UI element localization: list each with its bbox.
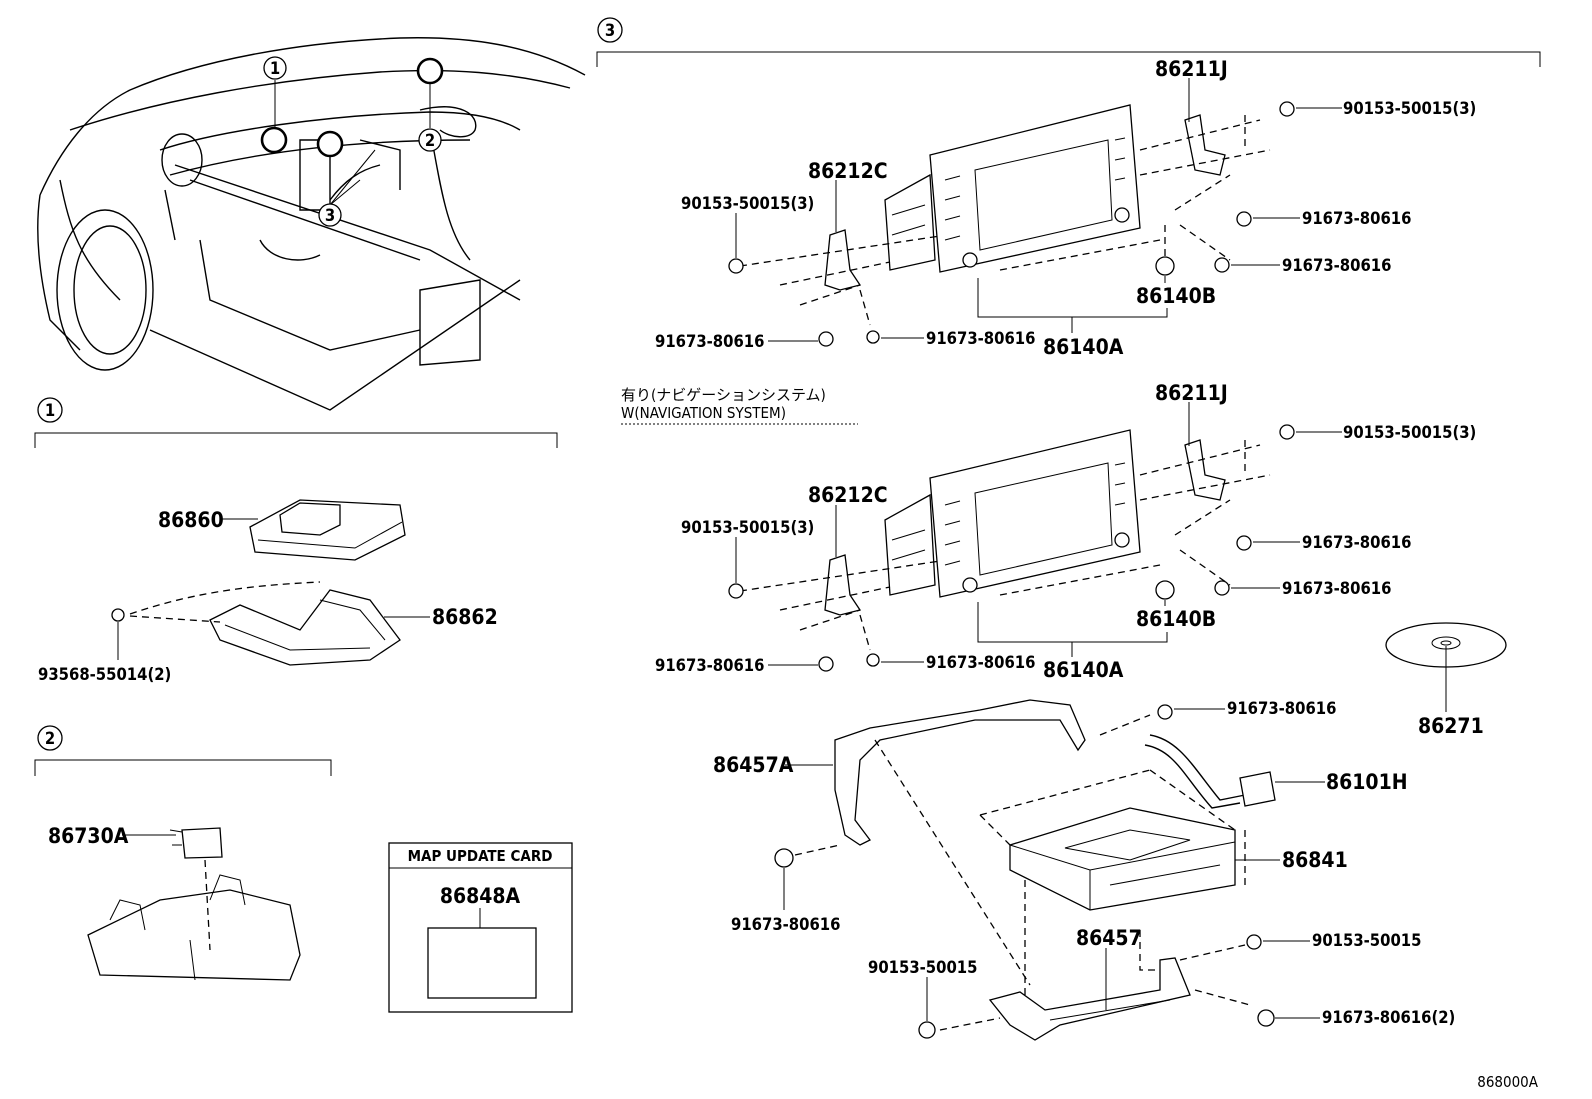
- label-86457: 86457: [1076, 926, 1142, 950]
- label-mid-86140B: 86140B: [1136, 607, 1216, 631]
- module-86841-drawing: [1009, 807, 1236, 911]
- callout-3: [318, 203, 342, 227]
- callout-3-label: 3: [325, 206, 335, 225]
- label-86730A: 86730A: [48, 824, 129, 848]
- label-86848A: 86848A: [440, 884, 521, 908]
- label-86457A: 86457A: [713, 753, 794, 777]
- label-top-86212C: 86212C: [808, 159, 888, 183]
- display-unit-nav: [739, 429, 1271, 651]
- section-1-marker: 1: [45, 401, 55, 420]
- drawing-code: 868000A: [1477, 1073, 1539, 1091]
- map-card-drawing: [427, 927, 537, 999]
- label-top-86140B: 86140B: [1136, 284, 1216, 308]
- section-1: 1 86860 86862 93568-55014(2): [34, 397, 558, 684]
- label-bottom-90153-50015-left: 90153-50015: [868, 958, 977, 977]
- label-mid-91673-80616-c: 91673-80616: [655, 656, 764, 675]
- label-mid-90153-50015-3-right: 90153-50015(3): [1343, 423, 1476, 442]
- callout-1-label: 1: [270, 59, 280, 78]
- display-unit-top: [739, 104, 1271, 326]
- section-2: 2 86730A: [34, 725, 332, 981]
- section-3-marker: 3: [605, 21, 615, 40]
- callout-1: [263, 56, 287, 80]
- label-top-86211J: 86211J: [1155, 57, 1228, 81]
- sensor-86860-drawing: [249, 499, 406, 561]
- label-bottom-91673-80616-left: 91673-80616: [731, 915, 840, 934]
- callout-2-label: 2: [425, 131, 435, 150]
- label-mid-86211J: 86211J: [1155, 381, 1228, 405]
- bracket-86457A-drawing: [834, 699, 1086, 846]
- bracket-86862-drawing: [209, 589, 401, 666]
- callout-2: [418, 128, 442, 152]
- map-card-title: MAP UPDATE CARD: [408, 847, 553, 865]
- nav-note-en: W(NAVIGATION SYSTEM): [621, 404, 786, 422]
- label-mid-86140A: 86140A: [1043, 658, 1124, 682]
- label-mid-86212C: 86212C: [808, 483, 888, 507]
- cable-86101H-drawing: [1144, 734, 1276, 809]
- label-93568-55014: 93568-55014(2): [38, 665, 171, 684]
- label-86271: 86271: [1418, 714, 1484, 738]
- label-86862: 86862: [432, 605, 498, 629]
- label-86101H: 86101H: [1326, 770, 1408, 794]
- label-top-90153-50015-3-left: 90153-50015(3): [681, 194, 814, 213]
- label-top-91673-80616-c: 91673-80616: [655, 332, 764, 351]
- label-86841: 86841: [1282, 848, 1348, 872]
- label-mid-90153-50015-3-left: 90153-50015(3): [681, 518, 814, 537]
- section-2-marker: 2: [45, 729, 55, 748]
- bracket-86457-drawing: [988, 957, 1191, 1041]
- label-mid-91673-80616-b: 91673-80616: [1282, 579, 1391, 598]
- label-mid-91673-80616-a: 91673-80616: [1302, 533, 1411, 552]
- label-top-91673-80616-d: 91673-80616: [926, 329, 1035, 348]
- label-top-86140A: 86140A: [1043, 335, 1124, 359]
- label-top-91673-80616-a: 91673-80616: [1302, 209, 1411, 228]
- label-top-90153-50015-3-right: 90153-50015(3): [1343, 99, 1476, 118]
- label-86860: 86860: [158, 508, 224, 532]
- map-update-card-box: MAP UPDATE CARD 86848A: [388, 842, 573, 1013]
- label-bottom-90153-50015-right: 90153-50015: [1312, 931, 1421, 950]
- vehicle-interior-illustration: 1 2 3: [37, 37, 586, 411]
- section-3: 3: [596, 17, 1541, 67]
- nav-note-jp: 有り(ナビゲーションシステム): [621, 386, 826, 404]
- label-top-91673-80616-b: 91673-80616: [1282, 256, 1391, 275]
- console-86730A-drawing: [87, 827, 301, 981]
- label-bottom-91673-80616-top: 91673-80616: [1227, 699, 1336, 718]
- label-bottom-91673-80616-2: 91673-80616(2): [1322, 1008, 1455, 1027]
- label-mid-91673-80616-d: 91673-80616: [926, 653, 1035, 672]
